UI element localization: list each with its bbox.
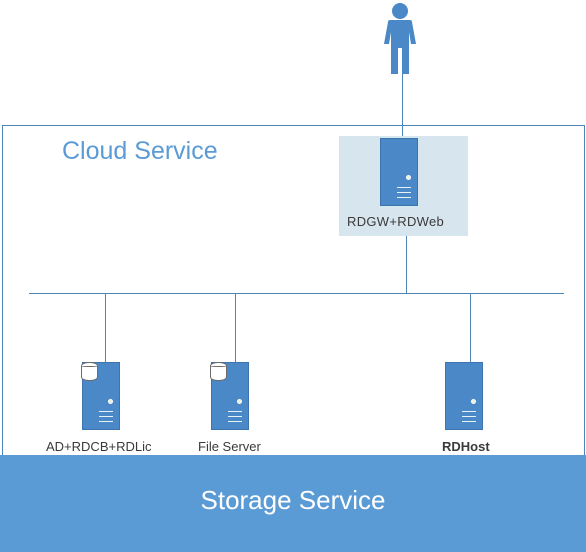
rdhost-label: RDHost <box>442 439 490 454</box>
file-server-link <box>235 294 236 362</box>
ad-server-link <box>105 294 106 362</box>
network-bus <box>29 293 564 294</box>
storage-service-label: Storage Service <box>200 485 386 515</box>
cloud-service-title: Cloud Service <box>62 137 218 165</box>
user-to-gateway-link <box>402 72 403 138</box>
ad-server-label: AD+RDCB+RDLic <box>46 439 152 454</box>
user-icon <box>384 3 416 74</box>
file-server-label: File Server <box>198 439 261 454</box>
ad-database-icon <box>81 362 98 381</box>
rdhost-server-icon <box>445 362 483 430</box>
gateway-label: RDGW+RDWeb <box>347 214 445 229</box>
cloud-service-boundary <box>2 125 585 552</box>
file-database-icon <box>210 362 227 381</box>
rdhost-link <box>470 294 471 362</box>
gateway-to-network-link <box>406 236 407 294</box>
storage-service-block <box>0 455 586 552</box>
gateway-server-icon <box>380 138 418 206</box>
